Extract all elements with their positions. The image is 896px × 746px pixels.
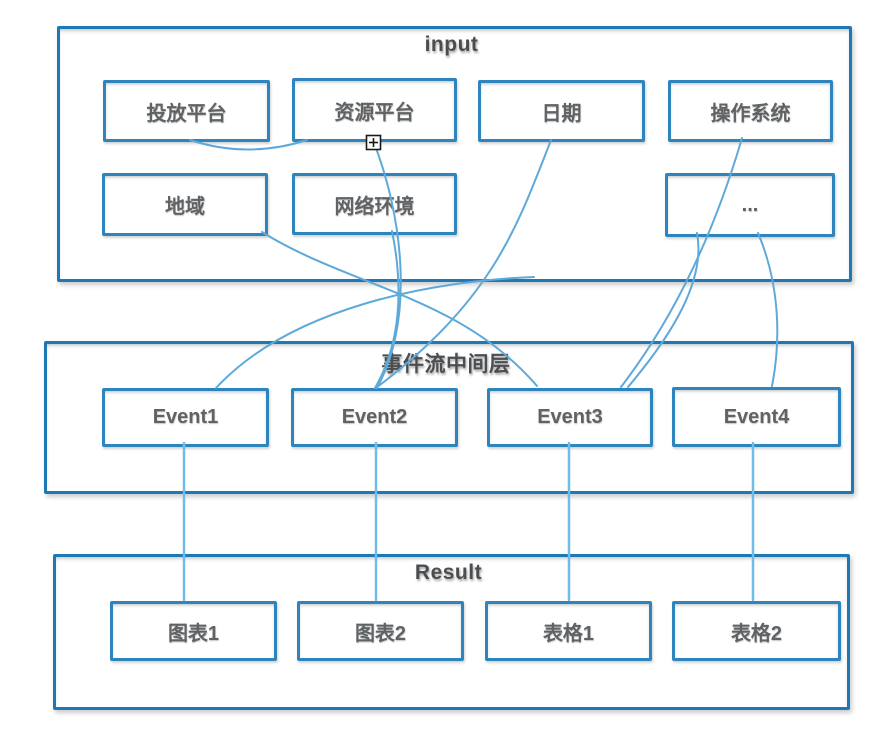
box-label: 表格1 [542,622,595,645]
box-label: Event4 [723,405,790,428]
event-box-event4[interactable]: Event4 [672,387,841,447]
event-layer-container[interactable] [44,341,854,494]
connector-region-event3[interactable] [261,231,538,387]
connector-os-event3[interactable] [620,137,743,388]
event-box-event1[interactable]: Event1 [102,388,269,447]
box-label: Event1 [152,406,219,428]
result-layer-container[interactable] [53,554,850,710]
input-box-region[interactable]: 地域 [102,173,268,236]
event-box-event2[interactable]: Event2 [291,388,458,447]
box-label: 图表1 [167,622,220,645]
event-box-event3[interactable]: Event3 [487,388,653,447]
result-box-table1[interactable]: 表格1 [485,601,652,661]
input-box-date[interactable]: 日期 [478,80,645,142]
connector-ellipsis-event3[interactable] [627,232,700,388]
box-label: 日期 [541,102,582,125]
box-label: 地域 [165,196,205,218]
result-box-table2[interactable]: 表格2 [672,601,841,661]
input-box-resource-platform[interactable]: 资源平台 [292,78,457,142]
box-label: 表格2 [730,622,783,645]
connector-ad-platform-resource-platform[interactable] [189,139,308,151]
connector-network-env-event2[interactable] [374,230,400,389]
result-box-chart2[interactable]: 图表2 [297,601,464,661]
box-label: Event2 [341,406,408,428]
connector-date-event2[interactable] [375,139,552,389]
input-box-os[interactable]: 操作系统 [668,80,833,142]
input-layer-container[interactable] [57,26,852,282]
result-layer-title: Result [414,561,483,584]
connector-input-event1[interactable] [215,276,535,389]
box-label: Event3 [537,406,603,428]
result-box-chart1[interactable]: 图表1 [110,601,277,661]
connector-resource-platform-event2[interactable] [372,139,402,389]
input-box-ellipsis[interactable]: ... [665,173,835,237]
plus-box-crosshair-icon [365,134,382,151]
input-layer-title: input [424,33,479,56]
input-box-ad-platform[interactable]: 投放平台 [103,80,270,142]
box-label: 资源平台 [334,101,415,124]
connector-ellipsis-event4[interactable] [757,232,779,387]
box-label: ... [741,193,759,216]
box-label: 图表2 [354,622,407,645]
box-label: 投放平台 [146,102,227,125]
event-layer-title: 事件流中间层 [381,353,511,376]
box-label: 操作系统 [710,102,791,125]
